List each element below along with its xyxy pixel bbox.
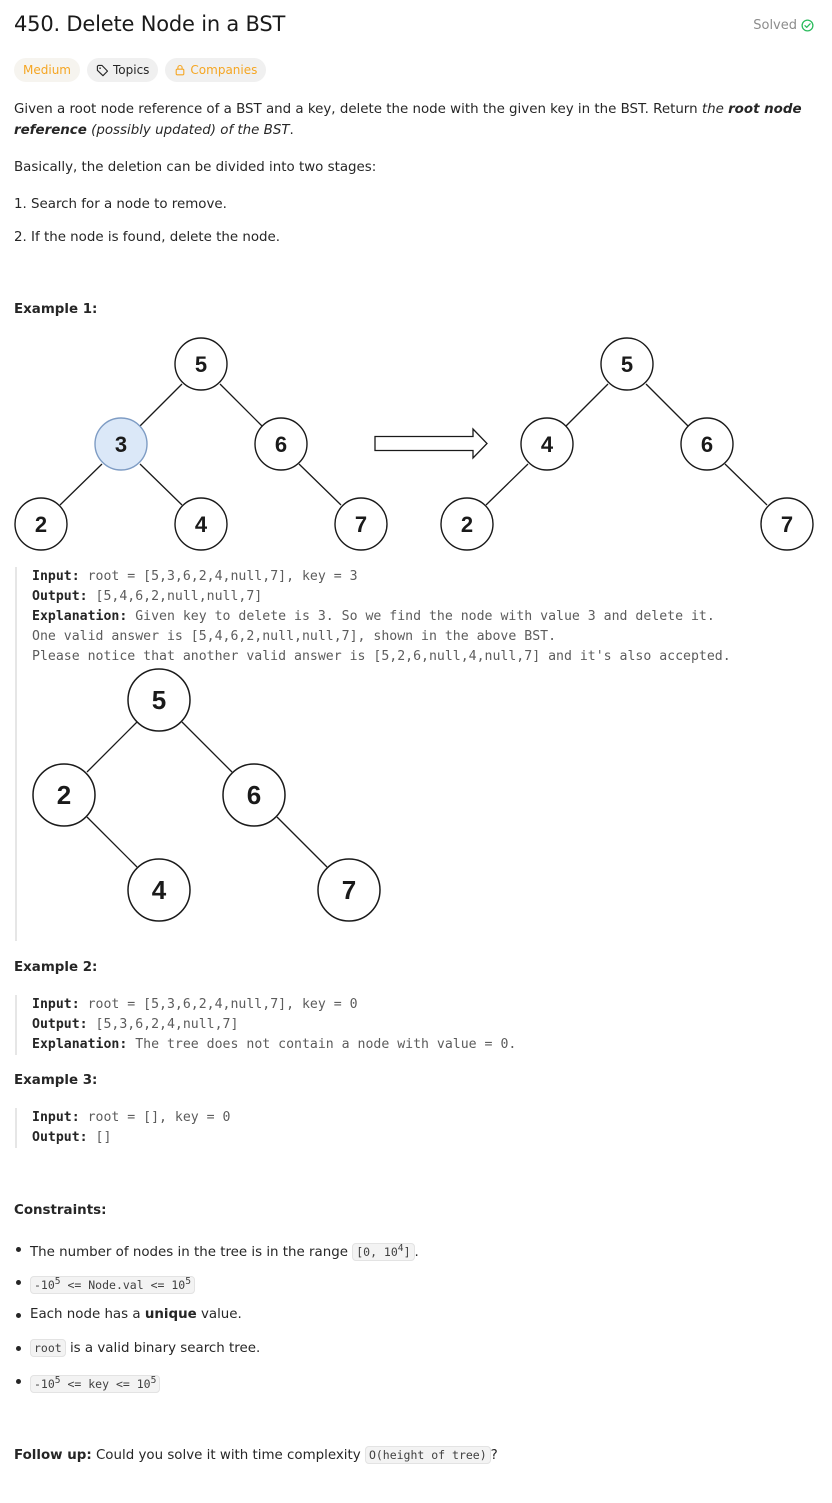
tree-node: 6 xyxy=(680,417,734,471)
list-item: Each node has a unique value. xyxy=(14,1304,794,1337)
example-2-heading: Example 2: xyxy=(14,960,98,975)
list-item: root is a valid binary search tree. xyxy=(14,1337,794,1370)
companies-label: Companies xyxy=(190,63,258,77)
tree-node: 6 xyxy=(222,763,286,827)
svg-text:4: 4 xyxy=(195,512,208,537)
tree-node-highlighted: 3 xyxy=(94,417,148,471)
step-1: 1. Search for a node to remove. xyxy=(14,197,227,212)
tree-node: 5 xyxy=(174,337,228,391)
tree-node: 7 xyxy=(334,497,388,551)
problem-title: 450. Delete Node in a BST xyxy=(14,12,286,36)
step-2: 2. If the node is found, delete the node… xyxy=(14,230,281,245)
tree-node: 2 xyxy=(14,497,68,551)
tree-node: 4 xyxy=(174,497,228,551)
svg-text:4: 4 xyxy=(152,875,167,905)
svg-text:5: 5 xyxy=(621,352,633,377)
svg-text:5: 5 xyxy=(195,352,207,377)
svg-text:6: 6 xyxy=(247,780,261,810)
example-1-diagram: 5 3 6 2 4 7 5 4 6 2 7 xyxy=(14,337,814,551)
tree-before: 5 3 6 2 4 7 xyxy=(14,337,388,551)
svg-text:4: 4 xyxy=(541,432,554,457)
check-circle-icon xyxy=(801,19,814,32)
svg-text:2: 2 xyxy=(57,780,71,810)
example-3-heading: Example 3: xyxy=(14,1073,98,1088)
companies-tag[interactable]: Companies xyxy=(165,58,267,82)
follow-up: Follow up: Could you solve it with time … xyxy=(14,1446,498,1464)
tag-icon xyxy=(96,64,109,76)
svg-text:2: 2 xyxy=(461,512,473,537)
tree-node: 2 xyxy=(440,497,494,551)
topics-label: Topics xyxy=(112,63,150,77)
tree-node: 4 xyxy=(127,858,191,922)
svg-text:7: 7 xyxy=(355,512,367,537)
list-item: The number of nodes in the tree is in th… xyxy=(14,1238,794,1271)
tree-node: 4 xyxy=(520,417,574,471)
solved-status: Solved xyxy=(753,18,814,33)
list-item: -105 <= key <= 105 xyxy=(14,1370,794,1403)
svg-text:7: 7 xyxy=(781,512,793,537)
transform-arrow xyxy=(374,427,488,460)
example-2-block: Input: root = [5,3,6,2,4,null,7], key = … xyxy=(15,995,516,1055)
constraints-heading: Constraints: xyxy=(14,1203,107,1218)
tree-after: 5 4 6 2 7 xyxy=(440,337,814,551)
solved-label: Solved xyxy=(753,18,797,33)
example-1-block: Input: root = [5,3,6,2,4,null,7], key = … xyxy=(15,567,731,941)
tree-node: 5 xyxy=(600,337,654,391)
tree-node: 5 xyxy=(127,668,191,732)
lock-icon xyxy=(176,64,185,76)
example-3-block: Input: root = [], key = 0 Output: [] xyxy=(15,1108,231,1148)
topics-tag[interactable]: Topics xyxy=(86,58,159,82)
difficulty-tag[interactable]: Medium xyxy=(14,58,80,82)
constraints-list: The number of nodes in the tree is in th… xyxy=(14,1238,794,1403)
svg-text:7: 7 xyxy=(342,875,356,905)
svg-text:3: 3 xyxy=(115,432,127,457)
svg-text:5: 5 xyxy=(152,685,166,715)
svg-text:2: 2 xyxy=(35,512,47,537)
tree-node: 7 xyxy=(317,858,381,922)
tag-row: Medium Topics Companies xyxy=(14,58,267,82)
svg-text:6: 6 xyxy=(701,432,713,457)
example-1-heading: Example 1: xyxy=(14,302,98,317)
tree-node: 6 xyxy=(254,417,308,471)
tree-node: 7 xyxy=(760,497,814,551)
problem-description: Given a root node reference of a BST and… xyxy=(14,102,802,138)
stages-intro: Basically, the deletion can be divided i… xyxy=(14,160,377,175)
svg-text:6: 6 xyxy=(275,432,287,457)
tree-node: 2 xyxy=(32,763,96,827)
example-1-alt-tree: 5 2 6 4 7 xyxy=(32,668,381,922)
list-item: -105 <= Node.val <= 105 xyxy=(14,1271,794,1304)
